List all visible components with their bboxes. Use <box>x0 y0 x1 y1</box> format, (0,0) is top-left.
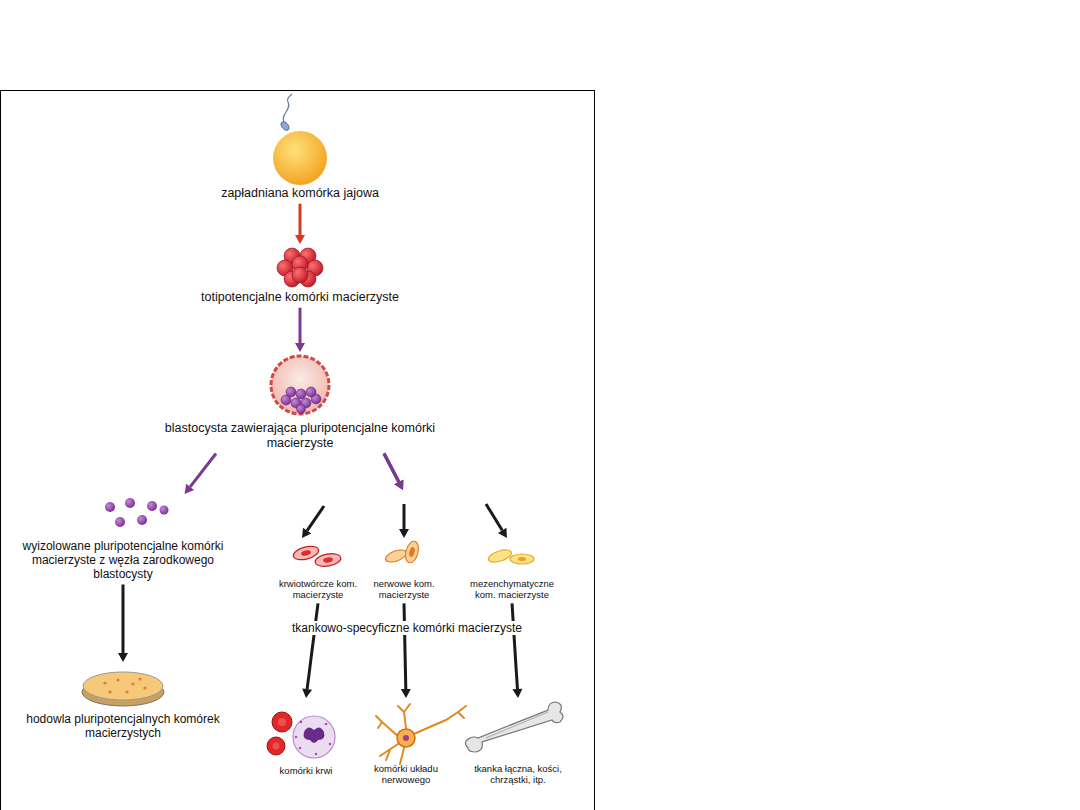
morula <box>277 248 323 287</box>
caption: komórki układu nerwowego <box>361 763 451 785</box>
egg-cell <box>273 94 327 185</box>
caption: hodowla pluripotencjalnych komórek macie… <box>23 712 223 740</box>
flow-arrow <box>384 454 507 539</box>
flow-arrow <box>401 603 411 698</box>
caption: mezenchymatyczne kom. macierzyste <box>461 578 563 600</box>
illustrated-node: blastocysta zawierająca pluripotencjalne… <box>150 354 450 451</box>
isolated-cells <box>105 498 169 527</box>
illustrated-node: mezenchymatyczne kom. macierzyste <box>461 540 563 600</box>
illustrated-node: krwiotwórcze kom. macierzyste <box>278 540 358 600</box>
caption: nerwowe kom. macierzyste <box>365 578 443 600</box>
caption: blastocysta zawierająca pluripotencjalne… <box>150 421 450 451</box>
neural-stem-cells <box>384 540 421 565</box>
illustrated-node: komórki krwi <box>264 700 348 776</box>
flow-arrow <box>295 308 305 352</box>
flow-arrow <box>295 204 305 244</box>
illustrated-node: nerwowe kom. macierzyste <box>365 540 443 600</box>
mesenchymal-stem-cells <box>487 548 534 565</box>
caption: komórki krwi <box>264 765 348 776</box>
flow-arrow <box>118 584 128 662</box>
petri-dish <box>82 672 164 706</box>
illustrated-node: komórki układu nerwowego <box>361 700 451 785</box>
blastocyst <box>271 356 329 414</box>
illustrated-node: hodowla pluripotencjalnych komórek macie… <box>23 664 223 740</box>
blood-stem-cells <box>292 544 342 568</box>
neuron <box>376 704 466 764</box>
group-label: tkankowo-specyficzne komórki macierzyste <box>289 621 525 635</box>
illustrated-node: wyizolowane pluripotencjalne komórki mac… <box>13 496 233 581</box>
caption: wyizolowane pluripotencjalne komórki mac… <box>13 539 233 581</box>
bone <box>465 702 563 752</box>
illustrated-node: zapładniana komórka jajowa <box>170 116 430 201</box>
caption: totipotencjalne komórki macierzyste <box>160 290 440 305</box>
caption: zapładniana komórka jajowa <box>170 186 430 201</box>
illustrated-node: tkanka łączna, kości, chrząstki, itp. <box>462 700 574 785</box>
flow-arrow <box>185 454 216 495</box>
flow-arrow <box>302 454 403 539</box>
caption: krwiotwórcze kom. macierzyste <box>278 578 358 600</box>
flow-arrow <box>512 603 522 698</box>
caption: tkanka łączna, kości, chrząstki, itp. <box>462 763 574 785</box>
flow-arrow <box>384 454 409 539</box>
flow-arrow <box>302 603 318 698</box>
blood-cells <box>267 712 335 758</box>
illustrated-node: totipotencjalne komórki macierzyste <box>160 246 440 305</box>
frame <box>1 91 595 810</box>
